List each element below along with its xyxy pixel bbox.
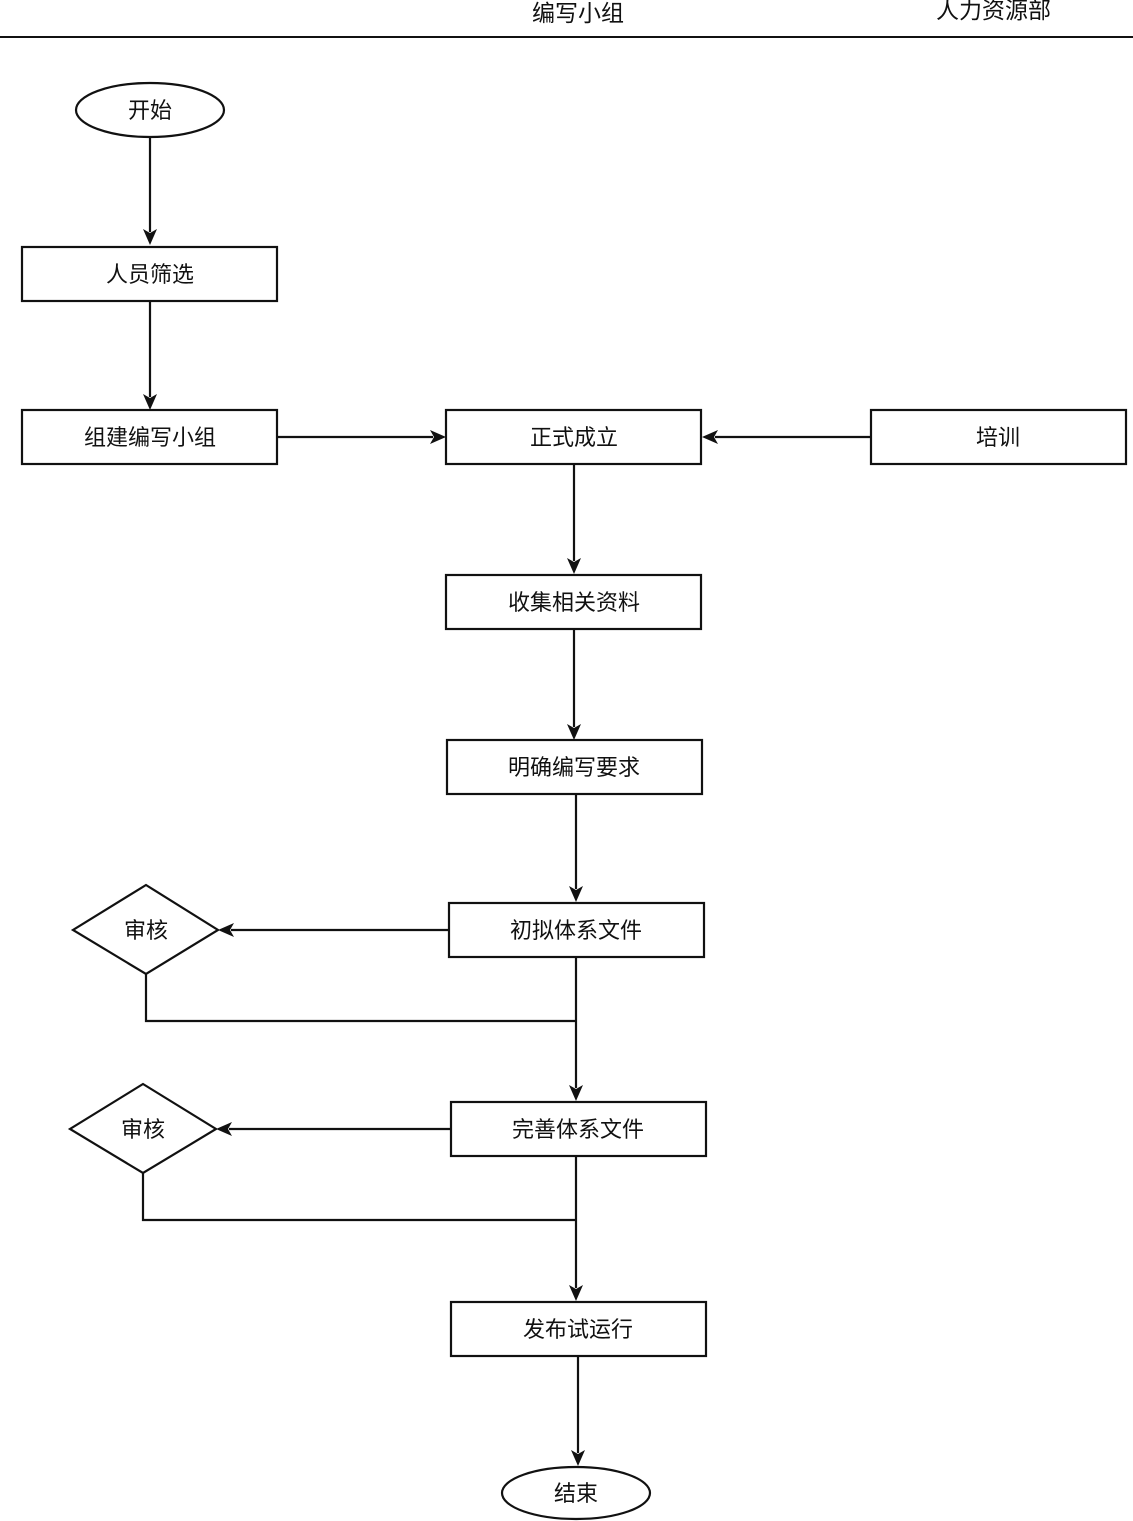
screening-label: 人员筛选 bbox=[106, 263, 194, 288]
refine-node: 完善体系文件 bbox=[449, 1100, 708, 1158]
arrowhead bbox=[569, 1085, 583, 1101]
end-label: 结束 bbox=[554, 1482, 598, 1507]
screening-node: 人员筛选 bbox=[20, 245, 279, 303]
release-node: 发布试运行 bbox=[449, 1300, 708, 1358]
clarify-box bbox=[445, 738, 704, 796]
connector-review2-return bbox=[141, 1173, 576, 1222]
training-label: 培训 bbox=[976, 426, 1020, 451]
arrowhead bbox=[143, 229, 157, 245]
collect-box bbox=[444, 573, 703, 631]
refine-box bbox=[449, 1100, 708, 1158]
collect-node: 收集相关资料 bbox=[444, 573, 703, 631]
draft-box bbox=[447, 901, 706, 959]
established-label: 正式成立 bbox=[530, 426, 618, 451]
arrowhead bbox=[218, 923, 234, 937]
release-label: 发布试运行 bbox=[523, 1318, 633, 1343]
connectors bbox=[141, 137, 871, 1466]
end-node: 结束 bbox=[500, 1465, 652, 1521]
clarify-node: 明确编写要求 bbox=[445, 738, 704, 796]
clarify-label: 明确编写要求 bbox=[508, 756, 640, 781]
form-group-box bbox=[20, 408, 279, 466]
arrowhead bbox=[143, 394, 157, 410]
header-center-text: 编写小组 bbox=[532, 1, 624, 27]
review2-label: 审核 bbox=[121, 1118, 165, 1143]
arrowhead bbox=[430, 430, 446, 444]
review1-label: 审核 bbox=[124, 919, 168, 944]
arrowhead bbox=[569, 886, 583, 902]
arrowhead bbox=[569, 1285, 583, 1301]
end-terminator bbox=[500, 1465, 652, 1521]
established-box bbox=[444, 408, 703, 466]
collect-label: 收集相关资料 bbox=[508, 591, 640, 616]
review1-decision bbox=[70, 883, 221, 976]
arrowhead bbox=[571, 1450, 585, 1466]
start-label: 开始 bbox=[128, 99, 172, 124]
review2-decision bbox=[67, 1082, 219, 1175]
review1-node: 审核 bbox=[70, 883, 221, 976]
arrowhead bbox=[567, 724, 581, 740]
training-node: 培训 bbox=[869, 408, 1128, 466]
arrowhead bbox=[702, 430, 718, 444]
start-terminator bbox=[74, 81, 226, 139]
header-right-text: 人力资源部 bbox=[936, 0, 1051, 24]
refine-label: 完善体系文件 bbox=[512, 1118, 644, 1143]
header-divider bbox=[0, 36, 1133, 38]
draft-node: 初拟体系文件 bbox=[447, 901, 706, 959]
release-box bbox=[449, 1300, 708, 1358]
arrowhead bbox=[216, 1122, 232, 1136]
training-box bbox=[869, 408, 1128, 466]
start-node: 开始 bbox=[74, 81, 226, 139]
review2-node: 审核 bbox=[67, 1082, 219, 1175]
form-group-label: 组建编写小组 bbox=[84, 426, 216, 451]
connector-review1-return bbox=[144, 974, 576, 1023]
form-group-node: 组建编写小组 bbox=[20, 408, 279, 466]
arrowhead bbox=[567, 558, 581, 574]
draft-label: 初拟体系文件 bbox=[510, 919, 642, 944]
established-node: 正式成立 bbox=[444, 408, 703, 466]
screening-box bbox=[20, 245, 279, 303]
